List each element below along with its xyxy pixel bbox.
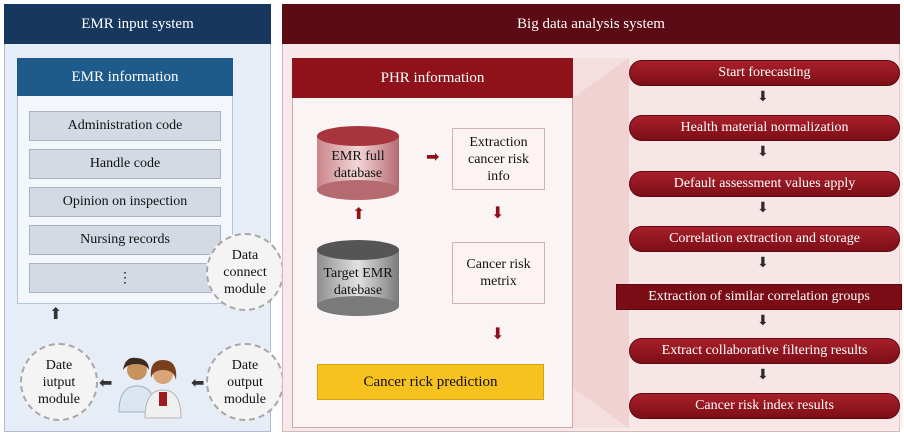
step-default-assessment-values: Default assessment values apply <box>629 171 900 197</box>
emr-input-system-title: EMR input system <box>4 4 271 44</box>
users-icon <box>118 357 182 419</box>
data-connect-module: Data connect module <box>206 233 284 311</box>
down-arrow-icon: ⬇ <box>491 324 505 343</box>
step-correlation-extraction: Correlation extraction and storage <box>629 226 900 252</box>
date-output-module: Date output module <box>206 343 284 421</box>
target-emr-database-label: Target EMR datebase <box>323 266 393 298</box>
down-arrow-icon: ⬇ <box>757 367 769 383</box>
step-collaborative-filtering: Extract collaborative filtering results <box>629 338 900 364</box>
right-arrow-icon: ➡ <box>426 147 440 166</box>
down-arrow-icon: ⬇ <box>757 313 769 329</box>
left-arrow-icon: ⬅ <box>99 373 113 392</box>
big-data-analysis-title: Big data analysis system <box>282 4 900 44</box>
emr-item-more: ⋮ <box>29 263 221 293</box>
extraction-cancer-risk-info: Extraction cancer risk info <box>452 128 545 190</box>
cancer-risk-metrix: Cancer risk metrix <box>452 242 545 304</box>
cancer-rick-prediction: Cancer rick prediction <box>317 364 544 400</box>
up-arrow-icon: ⬆ <box>49 304 63 323</box>
down-arrow-icon: ⬇ <box>757 200 769 216</box>
step-cancer-risk-index-results: Cancer risk index results <box>629 393 900 419</box>
emr-full-database-icon <box>317 126 399 200</box>
target-emr-database-icon <box>317 240 399 316</box>
up-arrow-icon: ⬆ <box>352 204 366 223</box>
emr-item-opinion-on-inspection: Opinion on inspection <box>29 187 221 217</box>
down-arrow-icon: ⬇ <box>757 255 769 271</box>
step-health-material-normalization: Health material normalization <box>629 115 900 141</box>
emr-item-nursing-records: Nursing records <box>29 225 221 255</box>
emr-information-title: EMR information <box>17 58 233 96</box>
down-arrow-icon: ⬇ <box>757 89 769 105</box>
left-arrow-icon: ⬅ <box>191 373 205 392</box>
step-start-forecasting: Start forecasting <box>629 60 900 86</box>
emr-item-administration-code: Administration code <box>29 111 221 141</box>
emr-item-handle-code: Handle code <box>29 149 221 179</box>
date-iutput-module: Date iutput module <box>20 343 98 421</box>
down-arrow-icon: ⬇ <box>491 203 505 222</box>
down-arrow-icon: ⬇ <box>757 144 769 160</box>
emr-full-database-label: EMR full database <box>331 149 385 181</box>
phr-information-title: PHR information <box>292 58 573 98</box>
step-similar-correlation-groups: Extraction of similar correlation groups <box>616 284 902 310</box>
